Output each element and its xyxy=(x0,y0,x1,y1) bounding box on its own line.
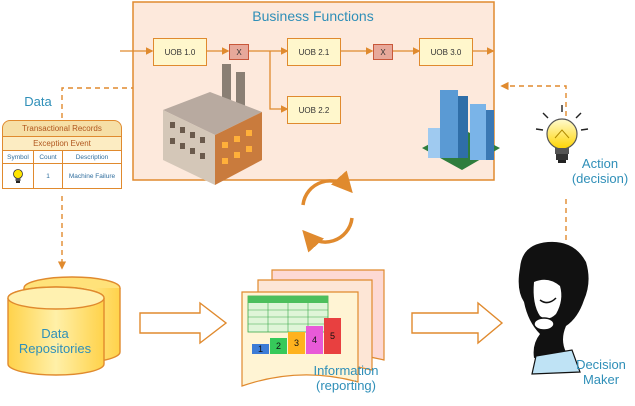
lightbulb-icon xyxy=(535,105,589,163)
uob-2-2-box: UOB 2.2 xyxy=(287,96,341,124)
small-lightbulb-icon xyxy=(13,169,23,183)
dashed-arrows xyxy=(57,81,567,270)
data-repositories-line1: Data xyxy=(41,326,69,341)
gateway-x-2: X xyxy=(373,44,393,60)
cycle-arrows xyxy=(301,170,354,253)
table-event: Exception Event xyxy=(2,137,122,150)
information-line2: (reporting) xyxy=(316,377,376,393)
data-repository-icon xyxy=(7,276,121,376)
report-bars: 1 2 3 4 5 xyxy=(252,318,362,358)
table-row: 1 Machine Failure xyxy=(2,163,122,189)
gateway-x-1: X xyxy=(229,44,249,60)
column-header-count: Count xyxy=(34,151,63,163)
bar-label-1: 1 xyxy=(257,344,263,354)
action-line2: (decision) xyxy=(571,170,629,186)
transactional-records-table: Transactional Records Exception Event Sy… xyxy=(2,120,122,194)
bar-1: 1 xyxy=(252,344,269,354)
table-title: Transactional Records xyxy=(2,120,122,137)
bar-label-3: 3 xyxy=(293,338,299,348)
bar-5: 5 xyxy=(324,318,341,354)
bar-4: 4 xyxy=(306,326,323,354)
uob-2-1-box: UOB 2.1 xyxy=(287,38,341,66)
uob-3-0-box: UOB 3.0 xyxy=(419,38,473,66)
decision-maker-icon xyxy=(518,241,589,375)
data-repositories-label: Data Repositories xyxy=(10,326,100,357)
data-label: Data xyxy=(24,94,52,109)
data-repositories-line2: Repositories xyxy=(18,340,92,356)
bar-label-4: 4 xyxy=(311,335,317,345)
row-count-cell: 1 xyxy=(34,164,63,188)
business-functions-title: Business Functions xyxy=(252,8,374,24)
decision-line1: Decision xyxy=(576,357,626,372)
uob-1-0-box: UOB 1.0 xyxy=(153,38,207,66)
table-header-row: Symbol Count Description xyxy=(2,150,122,163)
column-header-description: Description xyxy=(75,153,109,161)
column-header-symbol: Symbol xyxy=(3,151,34,163)
action-line1: Action xyxy=(581,156,619,171)
information-line1: Information xyxy=(313,363,379,378)
bar-label-2: 2 xyxy=(275,341,281,351)
bar-2: 2 xyxy=(270,338,287,354)
bar-3: 3 xyxy=(288,332,305,354)
process-flow-arrows xyxy=(120,47,495,113)
bar-label-5: 5 xyxy=(329,331,335,341)
skyscraper-icon xyxy=(422,90,500,170)
row-symbol-cell xyxy=(3,164,34,188)
action-label: Action (decision) xyxy=(566,156,634,187)
decision-maker-label: Decision Maker xyxy=(568,357,634,388)
row-description-cell: Machine Failure xyxy=(68,172,116,180)
information-label: Information (reporting) xyxy=(296,363,396,394)
decision-line2: Maker xyxy=(582,371,620,387)
hollow-arrows xyxy=(139,301,504,345)
factory-icon xyxy=(163,64,262,185)
